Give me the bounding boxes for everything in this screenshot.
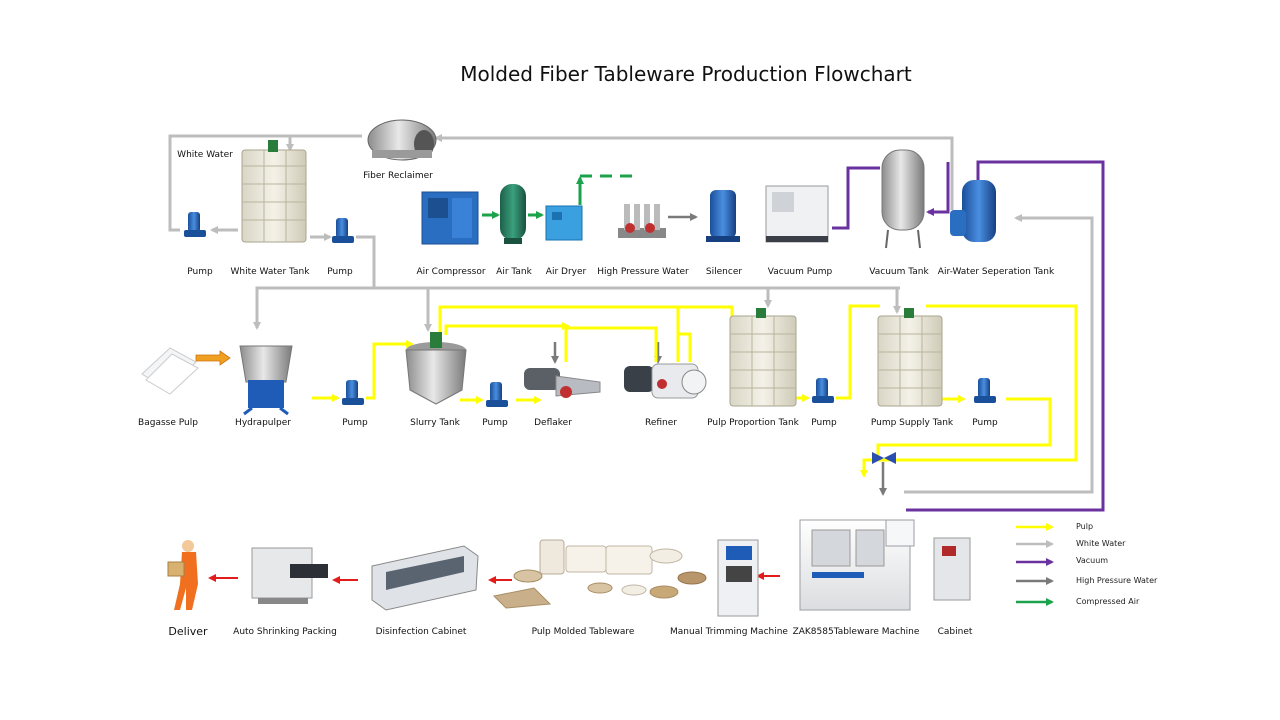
label-refiner: Refiner: [645, 418, 677, 428]
tableware-machine-icon: [799, 519, 915, 611]
label-slurry-tank: Slurry Tank: [410, 418, 460, 428]
label-pump-4: Pump: [482, 418, 508, 428]
air-compressor-icon: [421, 191, 479, 245]
pulp-proportion-tank-icon: [729, 308, 797, 407]
legend-lines: [1016, 523, 1054, 606]
silencer-icon: [706, 190, 740, 242]
legend-compressed-air: Compressed Air: [1076, 597, 1140, 606]
fiber-reclaimer-icon: [367, 119, 437, 161]
label-cabinet: Cabinet: [937, 627, 973, 637]
slurry-tank-icon: [405, 332, 467, 405]
trimming-machine-icon: [717, 539, 759, 617]
legend-vacuum: Vacuum: [1076, 556, 1109, 565]
label-auto-shrinking: Auto Shrinking Packing: [233, 627, 337, 637]
compressed-air-lines: [482, 174, 634, 219]
hydrapulper-icon: [239, 345, 293, 416]
label-white-water-tank: White Water Tank: [230, 267, 310, 277]
flowchart-title: Molded Fiber Tableware Production Flowch…: [460, 62, 912, 86]
label-high-pressure-water: High Pressure Water: [597, 267, 689, 277]
legend-pulp: Pulp: [1076, 522, 1094, 531]
pulp-lines: [312, 304, 1078, 478]
label-machine: ZAK8585Tableware Machine: [792, 627, 920, 637]
high-pressure-water-lines: [551, 213, 887, 496]
pump-4-icon: [486, 382, 508, 407]
legend-high-pressure-water: High Pressure Water: [1076, 576, 1158, 585]
label-vacuum-pump: Vacuum Pump: [767, 267, 833, 277]
label-white-water: White Water: [177, 150, 233, 160]
label-vacuum-tank: Vacuum Tank: [869, 267, 929, 277]
label-air-tank: Air Tank: [496, 267, 532, 277]
label-deliver: Deliver: [168, 625, 208, 638]
bagasse-input-arrow: [195, 350, 231, 366]
white-water-tank-icon: [241, 140, 307, 243]
label-disinfection: Disinfection Cabinet: [375, 627, 467, 637]
white-water-lines: [168, 134, 1094, 494]
disinfection-icon: [371, 545, 479, 611]
label-bagasse-pulp: Bagasse Pulp: [138, 418, 198, 428]
pump-supply-tank-icon: [877, 308, 943, 407]
pump-6-icon: [974, 378, 996, 403]
air-tank-icon: [500, 184, 526, 244]
cabinet-icon: [933, 537, 971, 601]
label-air-water-tank: Air-Water Seperation Tank: [937, 267, 1055, 277]
label-pump-supply-tank: Pump Supply Tank: [870, 418, 954, 428]
label-pump-2: Pump: [327, 267, 353, 277]
label-silencer: Silencer: [705, 267, 743, 277]
bagasse-pulp-icon: [141, 347, 199, 395]
vacuum-lines: [832, 160, 1105, 512]
label-trimming: Manual Trimming Machine: [670, 627, 788, 637]
vacuum-pump-icon: [765, 185, 829, 243]
label-fiber-reclaimer: Fiber Reclaimer: [363, 171, 433, 181]
air-water-tank-icon: [950, 180, 996, 242]
label-air-dryer: Air Dryer: [545, 267, 587, 277]
label-pulp-proportion-tank: Pulp Proportion Tank: [707, 418, 799, 428]
tableware-icon: [492, 539, 707, 609]
pump-2-icon: [332, 218, 354, 243]
pump-5-icon: [812, 378, 834, 403]
label-tableware: Pulp Molded Tableware: [531, 627, 635, 637]
auto-shrinking-icon: [251, 547, 328, 604]
label-deflaker: Deflaker: [534, 418, 572, 428]
deliver-person-icon: [167, 540, 198, 610]
label-pump-6: Pump: [972, 418, 998, 428]
deflaker-icon: [524, 368, 601, 398]
product-flow-arrows: [208, 572, 780, 584]
pump-3-icon: [342, 380, 364, 405]
valve-icon: [872, 452, 896, 464]
high-pressure-water-icon: [618, 204, 666, 238]
label-pump-3: Pump: [342, 418, 368, 428]
label-pump-5: Pump: [811, 418, 837, 428]
label-hydrapulper: Hydrapulper: [235, 418, 291, 428]
legend-white-water: White Water: [1076, 539, 1126, 548]
air-dryer-icon: [545, 205, 583, 241]
refiner-icon: [624, 363, 707, 399]
label-air-compressor: Air Compressor: [416, 267, 486, 277]
pump-1-icon: [184, 212, 206, 237]
vacuum-tank-icon: [881, 149, 925, 249]
label-pump-1: Pump: [187, 267, 213, 277]
